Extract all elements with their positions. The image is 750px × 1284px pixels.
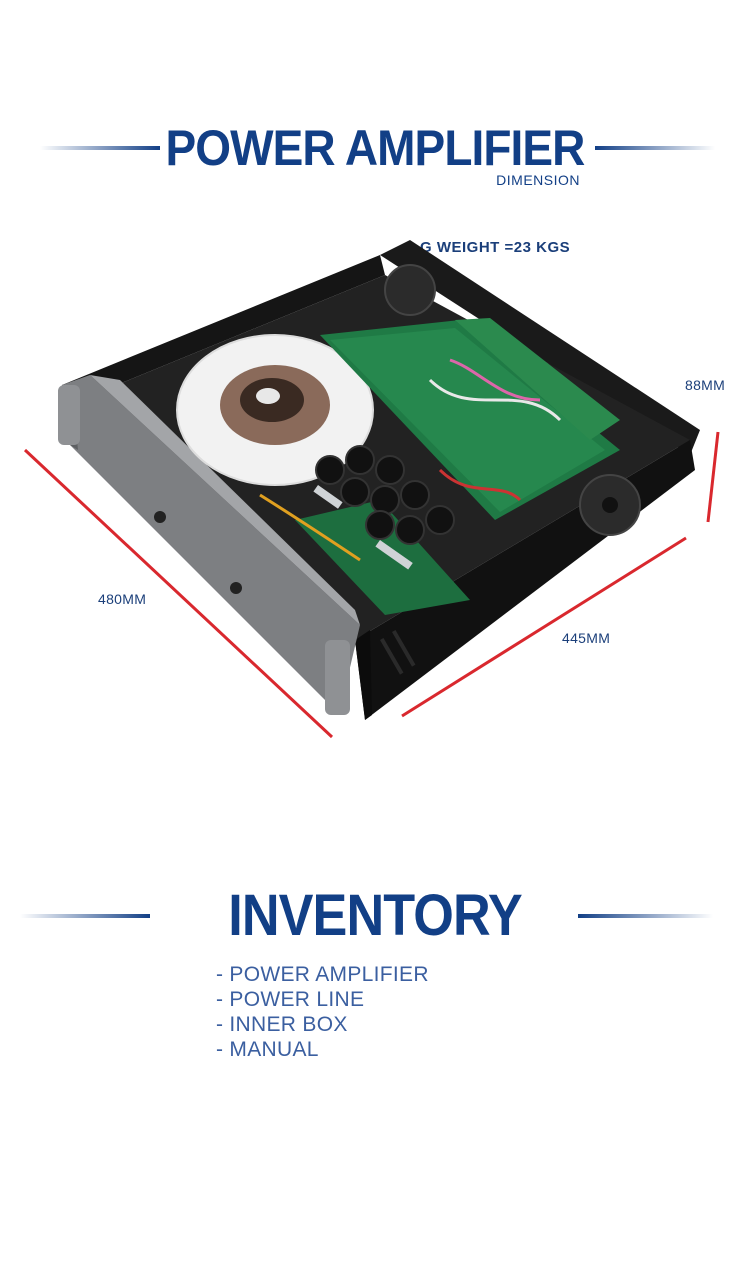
amplifier-illustration	[23, 240, 720, 739]
width-dimension-line	[401, 536, 687, 718]
page-title: POWER AMPLIFIER	[165, 120, 586, 176]
circuit-board-lower	[295, 500, 470, 615]
height-label: 88MM	[685, 377, 726, 393]
inventory-item: - POWER LINE	[216, 988, 365, 1011]
circuit-board-side	[455, 318, 620, 440]
front-handle-left	[58, 385, 80, 445]
page-subtitle: DIMENSION	[496, 172, 580, 188]
inventory-rule-left	[20, 914, 150, 918]
front-panel	[62, 375, 360, 710]
width-label: 445MM	[562, 630, 611, 646]
fan-rear	[384, 264, 436, 316]
inventory-title: INVENTORY	[228, 883, 522, 948]
header-rule-right	[595, 146, 715, 150]
side-vents	[380, 630, 416, 675]
wiring	[259, 358, 562, 562]
inventory-item: - MANUAL	[216, 1038, 319, 1061]
capacitors	[315, 445, 455, 545]
inventory-rule-right	[578, 914, 713, 918]
header-rule-left	[40, 146, 160, 150]
inventory-item: - POWER AMPLIFIER	[216, 963, 429, 986]
depth-label: 480MM	[98, 591, 147, 607]
front-handle-right	[325, 640, 350, 715]
weight-label: G WEIGHT =23 KGS	[420, 239, 571, 256]
depth-dimension-line	[23, 448, 334, 739]
inventory-list: - POWER AMPLIFIER - POWER LINE - INNER B…	[216, 962, 429, 1062]
heatsink	[313, 485, 413, 570]
height-dimension-line	[706, 431, 720, 523]
inventory-item: - INNER BOX	[216, 1013, 348, 1036]
